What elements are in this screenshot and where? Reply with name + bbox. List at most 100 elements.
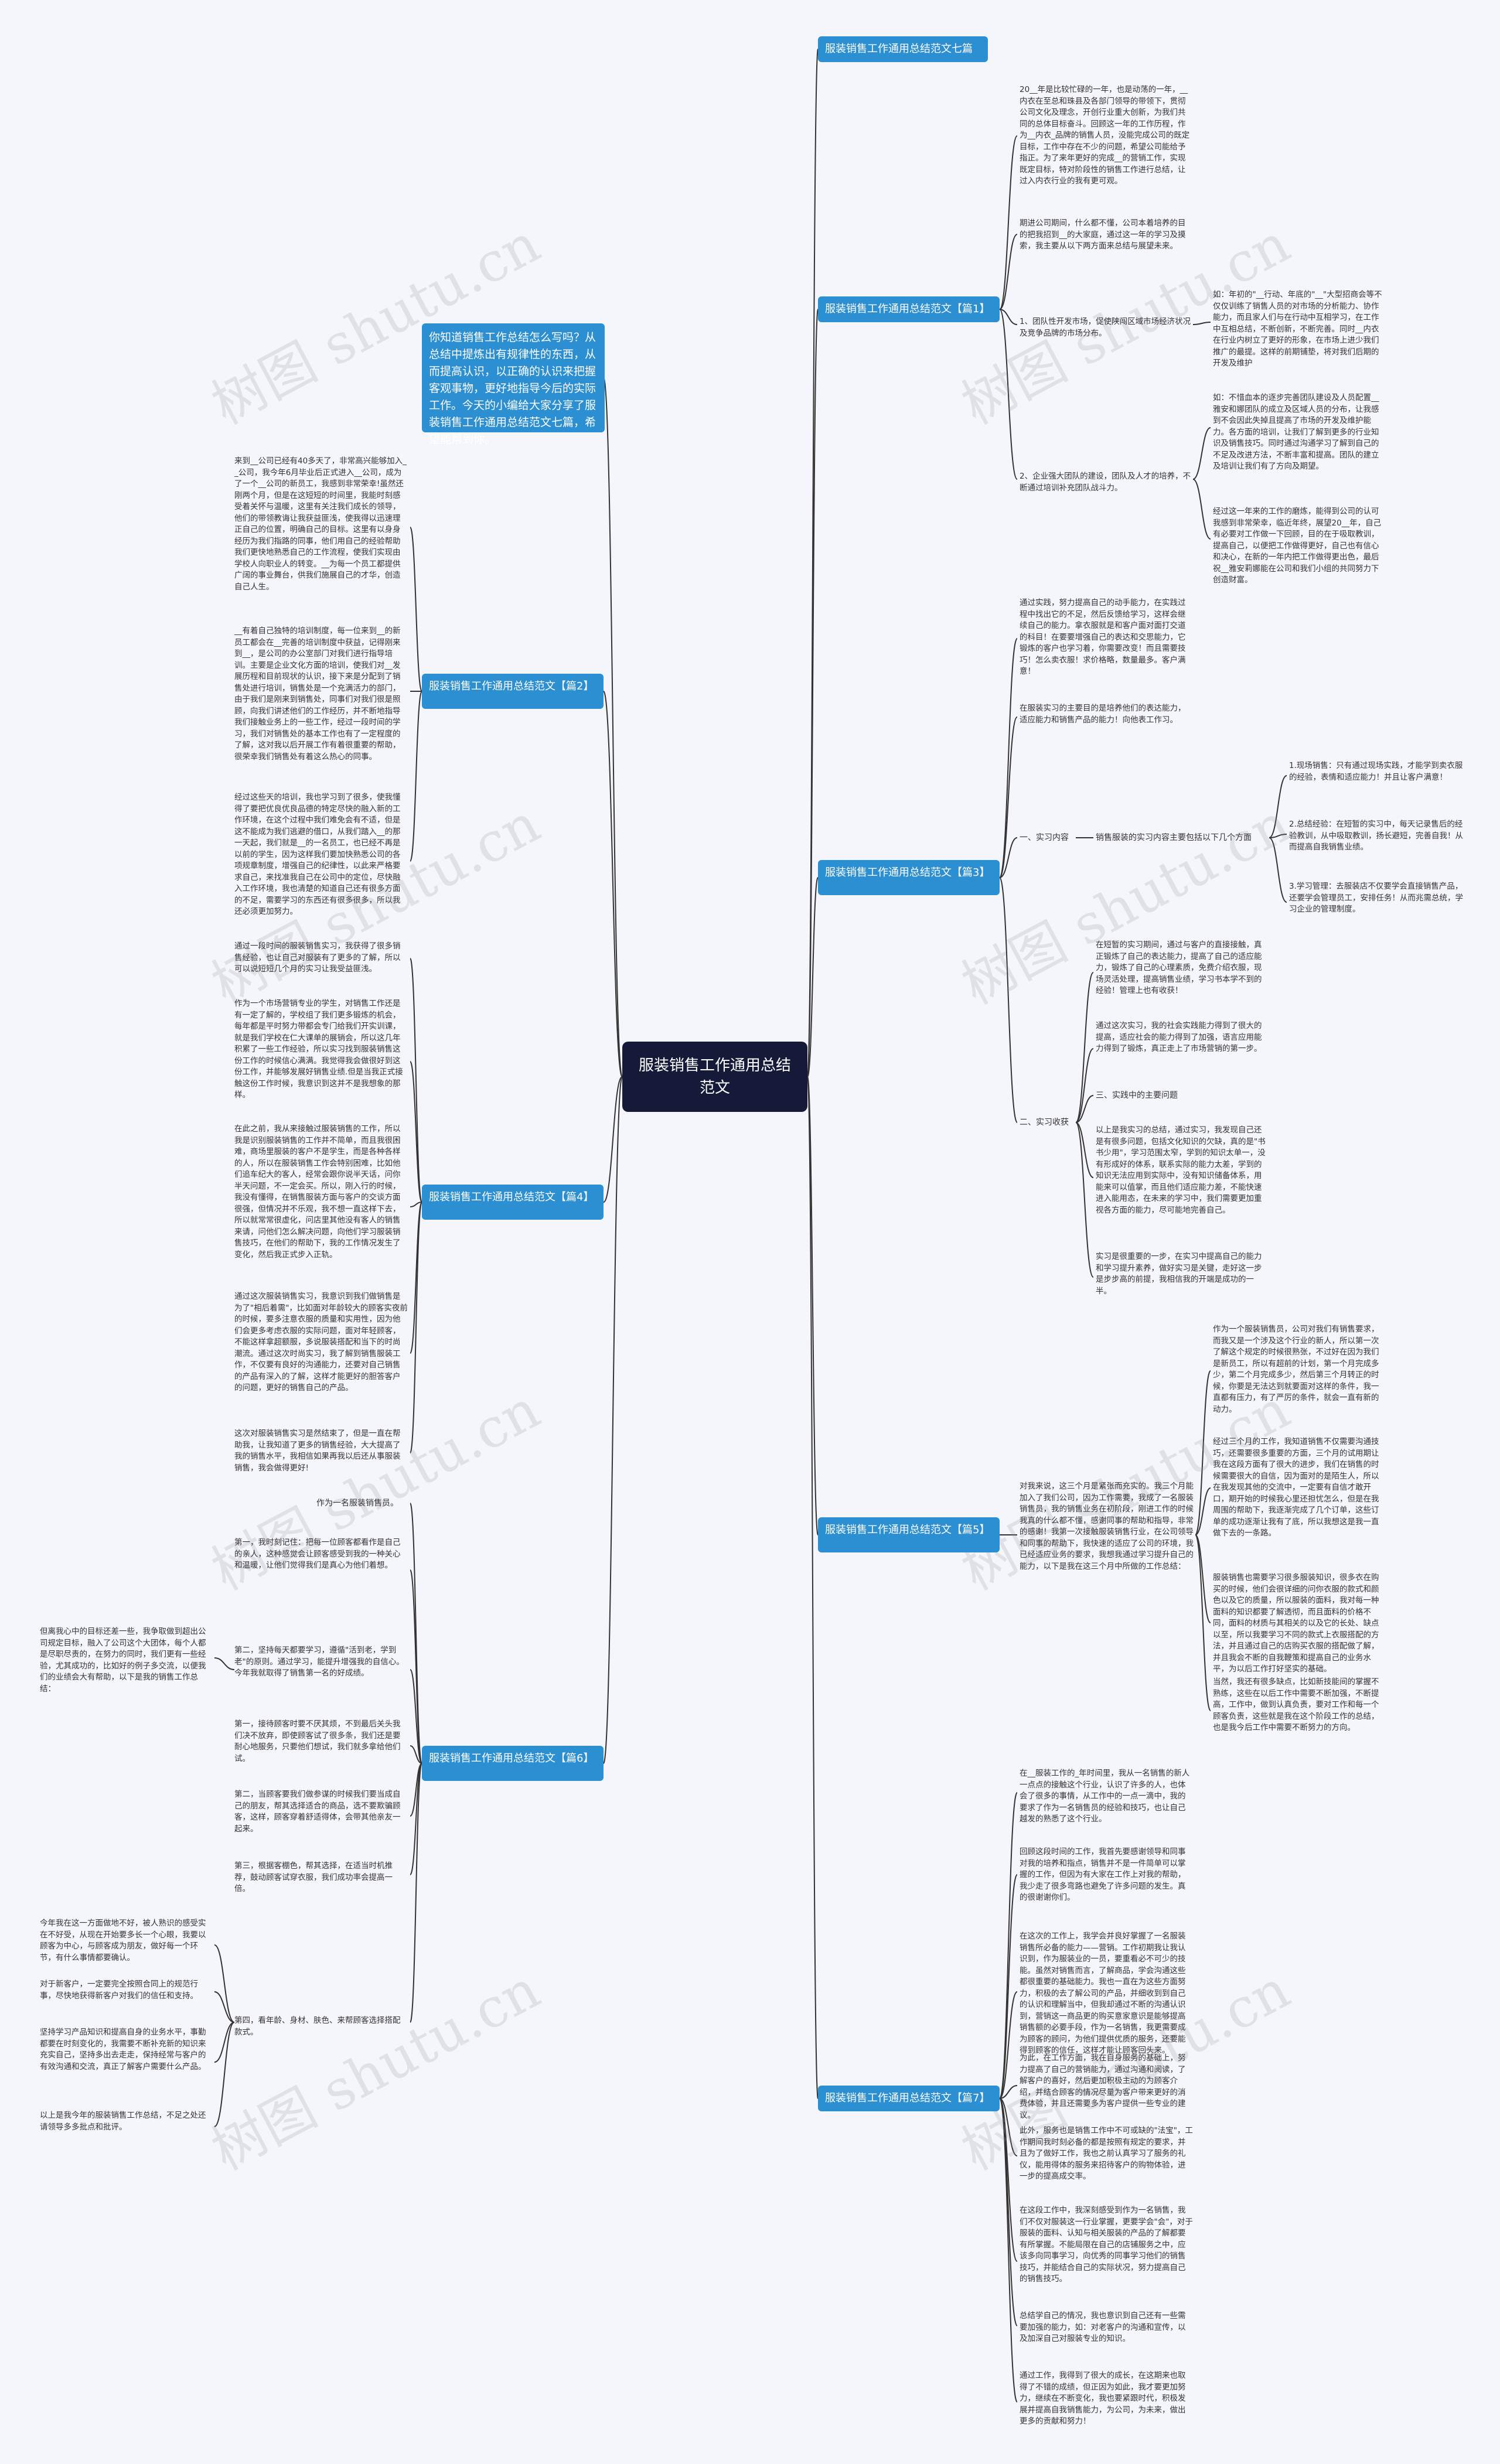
- p1-item-1-detail: 如：年初的"__行动、年底的"__"大型招商会等不仅仅训练了销售人员的对市场的分…: [1213, 290, 1382, 368]
- p3-section-1-item-2: 2.总结经验：在短暂的实习中，每天记录售后的经验教训，从中吸取教训，扬长避短，完…: [1289, 820, 1463, 852]
- p7-text-b: 回顾这段时间的工作，我首先要感谢领导和同事对我的培养和指点，销售并不是一件简单可…: [1020, 1847, 1186, 1902]
- leaf-line: [410, 1202, 422, 1207]
- leaf-line: [999, 2098, 1018, 2156]
- leaf-line: [410, 1763, 422, 1875]
- p7-text-f: 在这段工作中，我深刻感受到作为一名销售，我们不仅对服装这一行业掌握，更要学会"会…: [1020, 2206, 1193, 2284]
- branch-part-2[interactable]: 服装销售工作通用总结范文【篇2】: [422, 674, 604, 709]
- leaf-line: [1269, 775, 1287, 838]
- p2-text-a: 来到__公司已经有40多天了，非常高兴能够加入__公司，我今年6月毕业后正式进入…: [234, 456, 407, 592]
- leaf-line: [214, 2022, 235, 2127]
- leaf-line: [999, 1792, 1018, 2099]
- leaf-line: [1075, 972, 1094, 1123]
- p1-item-2: 2、企业强大团队的建设，团队及人才的培养，不断通过培训补充团队战斗力。: [1020, 472, 1191, 493]
- leaf-line: [999, 2098, 1018, 2402]
- p3-section-1: 一、实习内容: [1020, 833, 1069, 842]
- p7-text-a: 在__服装工作的_年时间里，我从一名销售的新人一点点的接触这个行业，认识了许多的…: [1020, 1769, 1190, 1824]
- p7-text-g: 总结学自己的情况，我也意识到自己还有一些需要加强的能力，如：对老客户的沟通和宣传…: [1020, 2311, 1186, 2343]
- leaf-line: [999, 2085, 1018, 2099]
- root-branch-line: [807, 1076, 819, 2099]
- p5-text-a: 对我来说，这三个月是紧张而充实的。我三个月能加入了我们公司，因为工作需要，我成了…: [1020, 1482, 1194, 1571]
- leaf-line: [214, 1991, 235, 2023]
- leaf-line: [999, 309, 1018, 325]
- p6-text-k: 坚持学习产品知识和提高自身的业务水平，事勤都要在时刻变化的，我需要不断补充新的知…: [40, 2028, 206, 2071]
- branch-part-7[interactable]: 服装销售工作通用总结范文【篇7】: [818, 2086, 1000, 2111]
- p1-text-a: 20__年是比较忙碌的一年，也是动荡的一年，__内衣在至总和珠县及各部门领导的带…: [1020, 85, 1190, 186]
- branch-overview[interactable]: 服装销售工作通用总结范文七篇: [818, 36, 988, 62]
- leaf-line: [999, 716, 1018, 878]
- p1-text-b: 期进公司期间，什么都不懂，公司本着培养的目的把我招到__的大家庭，通过这一年的学…: [1020, 219, 1186, 251]
- root-branch-line: [807, 1076, 819, 1535]
- leaf-line: [410, 958, 422, 1203]
- p6-text-e: 第二，当顾客要我们做参谋的时候我们要当成自己的朋友，帮其选择适合的商品，选不要欺…: [234, 1790, 401, 1834]
- leaf-line: [1192, 427, 1211, 480]
- p6-text-a: 作为一名服装销售员。: [316, 1499, 398, 1508]
- leaf-line: [410, 1763, 422, 2023]
- p3-section-2-e: 实习是很重要的一步，在实习中提高自己的能力和学习提升素养，做好实习是关键，走好这…: [1096, 1252, 1262, 1296]
- leaf-line: [1195, 1487, 1211, 1535]
- leaf-line: [999, 2098, 1018, 2326]
- p7-text-c: 在这次的工作上，我学会并良好掌握了一名服装销售所必备的能力——营销。工作初期我让…: [1020, 1931, 1186, 2055]
- p6-text-b: 第一，我时刻记住：把每一位顾客都看作是自己的亲人，这种感觉会让顾客感受到我的一种…: [234, 1538, 401, 1570]
- p5-text-e: 当然，我还有很多缺点，比如新技能间的掌握不熟练，这些在以后工作中需要不断加强，不…: [1213, 1677, 1379, 1732]
- leaf-line: [1075, 1122, 1094, 1278]
- p3-section-2-c: 三、实践中的主要问题: [1096, 1091, 1178, 1100]
- p5-text-c: 经过三个月的工作，我知道销售不仅需要沟通技巧，还需要很多重要的方面，三个月的试用…: [1213, 1437, 1379, 1538]
- branch-part-1[interactable]: 服装销售工作通用总结范文【篇1】: [818, 296, 1000, 322]
- p4-text-a: 通过一段时间的服装销售实习，我获得了很多销售经验，也让自己对服装有了更多的了解，…: [234, 941, 401, 974]
- branch-part-4[interactable]: 服装销售工作通用总结范文【篇4】: [422, 1185, 604, 1220]
- leaf-line: [999, 1991, 1018, 2099]
- p1-item-1: 1、团队性开发市场，促使陕闯区域市场经济状况及竞争品牌的市场分布。: [1020, 317, 1191, 338]
- p6-text-h: 但离我心中的目标还差一些，我争取做到超出公司规定目标，融入了公司这个大团体，每个…: [40, 1627, 206, 1694]
- p5-text-d: 服装销售也需要学习很多服装知识，很多衣在购买的时候，他们会很详细的问你衣服的款式…: [1213, 1573, 1379, 1674]
- p6-text-l: 以上是我今年的服装销售工作总结，不足之处还请领导多多批点和批评。: [40, 2111, 206, 2132]
- leaf-line: [999, 877, 1018, 1123]
- p6-text-c: 第二，坚持每天都要学习，遵循"活到老，学到老"的原则。通过学习，能提升增强我的自…: [234, 1646, 404, 1678]
- leaf-line: [1195, 1370, 1211, 1535]
- leaf-line: [410, 691, 422, 862]
- p4-text-e: 这次对服装销售实习是然结束了，但是一直在帮助我，让我知道了更多的销售经验，大大提…: [234, 1429, 401, 1473]
- branch-part-6[interactable]: 服装销售工作通用总结范文【篇6】: [422, 1746, 604, 1781]
- p6-text-f: 第三，根据客棚色，帮其选择，在适当时机推荐，鼓动顾客试穿衣服，我们成功率会提高一…: [234, 1861, 393, 1893]
- root-branch-line: [807, 49, 819, 1077]
- branch-part-3[interactable]: 服装销售工作通用总结范文【篇3】: [818, 860, 1000, 895]
- leaf-line: [410, 1669, 422, 1764]
- p3-section-1-sub: 销售服装的实习内容主要包括以下几个方面: [1096, 833, 1252, 842]
- p3-section-2-b: 通过这次实习，我的社会实践能力得到了很大的提高，适应社会的能力得到了加强，语言应…: [1096, 1021, 1262, 1053]
- root-branch-line: [603, 1076, 623, 1203]
- leaf-line: [214, 2022, 235, 2063]
- p2-text-c: 经过这些天的培训，我也学习到了很多，使我懂得了要把优良优良品德的特定尽快的融入新…: [234, 793, 401, 916]
- branch-part-5[interactable]: 服装销售工作通用总结范文【篇5】: [818, 1517, 1000, 1552]
- leaf-line: [410, 1569, 422, 1764]
- p6-text-g: 第四，看年龄、身材、肤色、来帮顾客选择搭配款式。: [234, 2016, 401, 2037]
- p7-text-d: 为此，在工作方面，我在自身服务的基础上，努力提高了自己的营销能力，通过沟通和阅读…: [1020, 2053, 1186, 2120]
- intro-node[interactable]: 你知道销售工作总结怎么写吗？从总结中提炼出有规律性的东西，从而提高认识，以正确的…: [422, 323, 605, 446]
- leaf-line: [999, 638, 1018, 878]
- leaf-line: [410, 1745, 422, 1764]
- leaf-line: [999, 309, 1018, 480]
- leaf-line: [1192, 479, 1211, 540]
- leaf-line: [410, 527, 422, 692]
- p3-section-2-a: 在短暂的实习期间，通过与客户的直接接触，真正锻炼了自己的表达能力，提高了自己的适…: [1096, 940, 1262, 995]
- leaf-line: [999, 837, 1018, 878]
- leaf-line: [1195, 1534, 1211, 1711]
- root-branch-line: [603, 1076, 623, 1764]
- leaf-line: [1269, 837, 1287, 903]
- p1-item-2-detail: 如：不惜血本的逐步完善团队建设及人员配置__雅安和娜团队的成立及区域人员的分布，…: [1213, 393, 1379, 471]
- p2-text-b: __有着自己独特的培训制度，每一位来到__的新员工都会在__完善的培训制度中获益…: [234, 626, 401, 762]
- leaf-line: [999, 1874, 1018, 2099]
- leaf-line: [1075, 1122, 1094, 1178]
- leaf-line: [999, 135, 1018, 310]
- root-branch-line: [807, 877, 819, 1077]
- p7-text-e: 此外，服务也是销售工作中不可或缺的"法宝"，工作期间我时刻必备的都是按照有规定的…: [1020, 2126, 1193, 2181]
- leaf-line: [1075, 1048, 1094, 1123]
- p4-text-b: 作为一个市场营销专业的学生，对销售工作还是有一定了解的，学校组了我们更多锻炼的机…: [234, 999, 403, 1100]
- p7-text-h: 通过工作，我得到了很大的成长，在这期来也取得了不错的成绩，但正因为如此，我才要更…: [1020, 2371, 1186, 2426]
- p6-text-j: 对于新客户，一定要完全按照合同上的规范行事，尽快地获得新客户对我们的信任和支持。: [40, 1980, 198, 2001]
- leaf-line: [1075, 1095, 1094, 1123]
- leaf-line: [410, 1202, 422, 1453]
- p3-section-2-d: 以上是我实习的总结，通过实习，我发现自己还是有很多问题，包括文化知识的欠缺，真的…: [1096, 1125, 1266, 1215]
- root-node[interactable]: 服装销售工作通用总结范文: [622, 1042, 807, 1112]
- root-branch-line: [603, 691, 623, 1077]
- p5-text-b: 作为一个服装销售员，公司对我们有销售要求，而我又是一个涉及这个行业的新人，所以第…: [1213, 1325, 1379, 1414]
